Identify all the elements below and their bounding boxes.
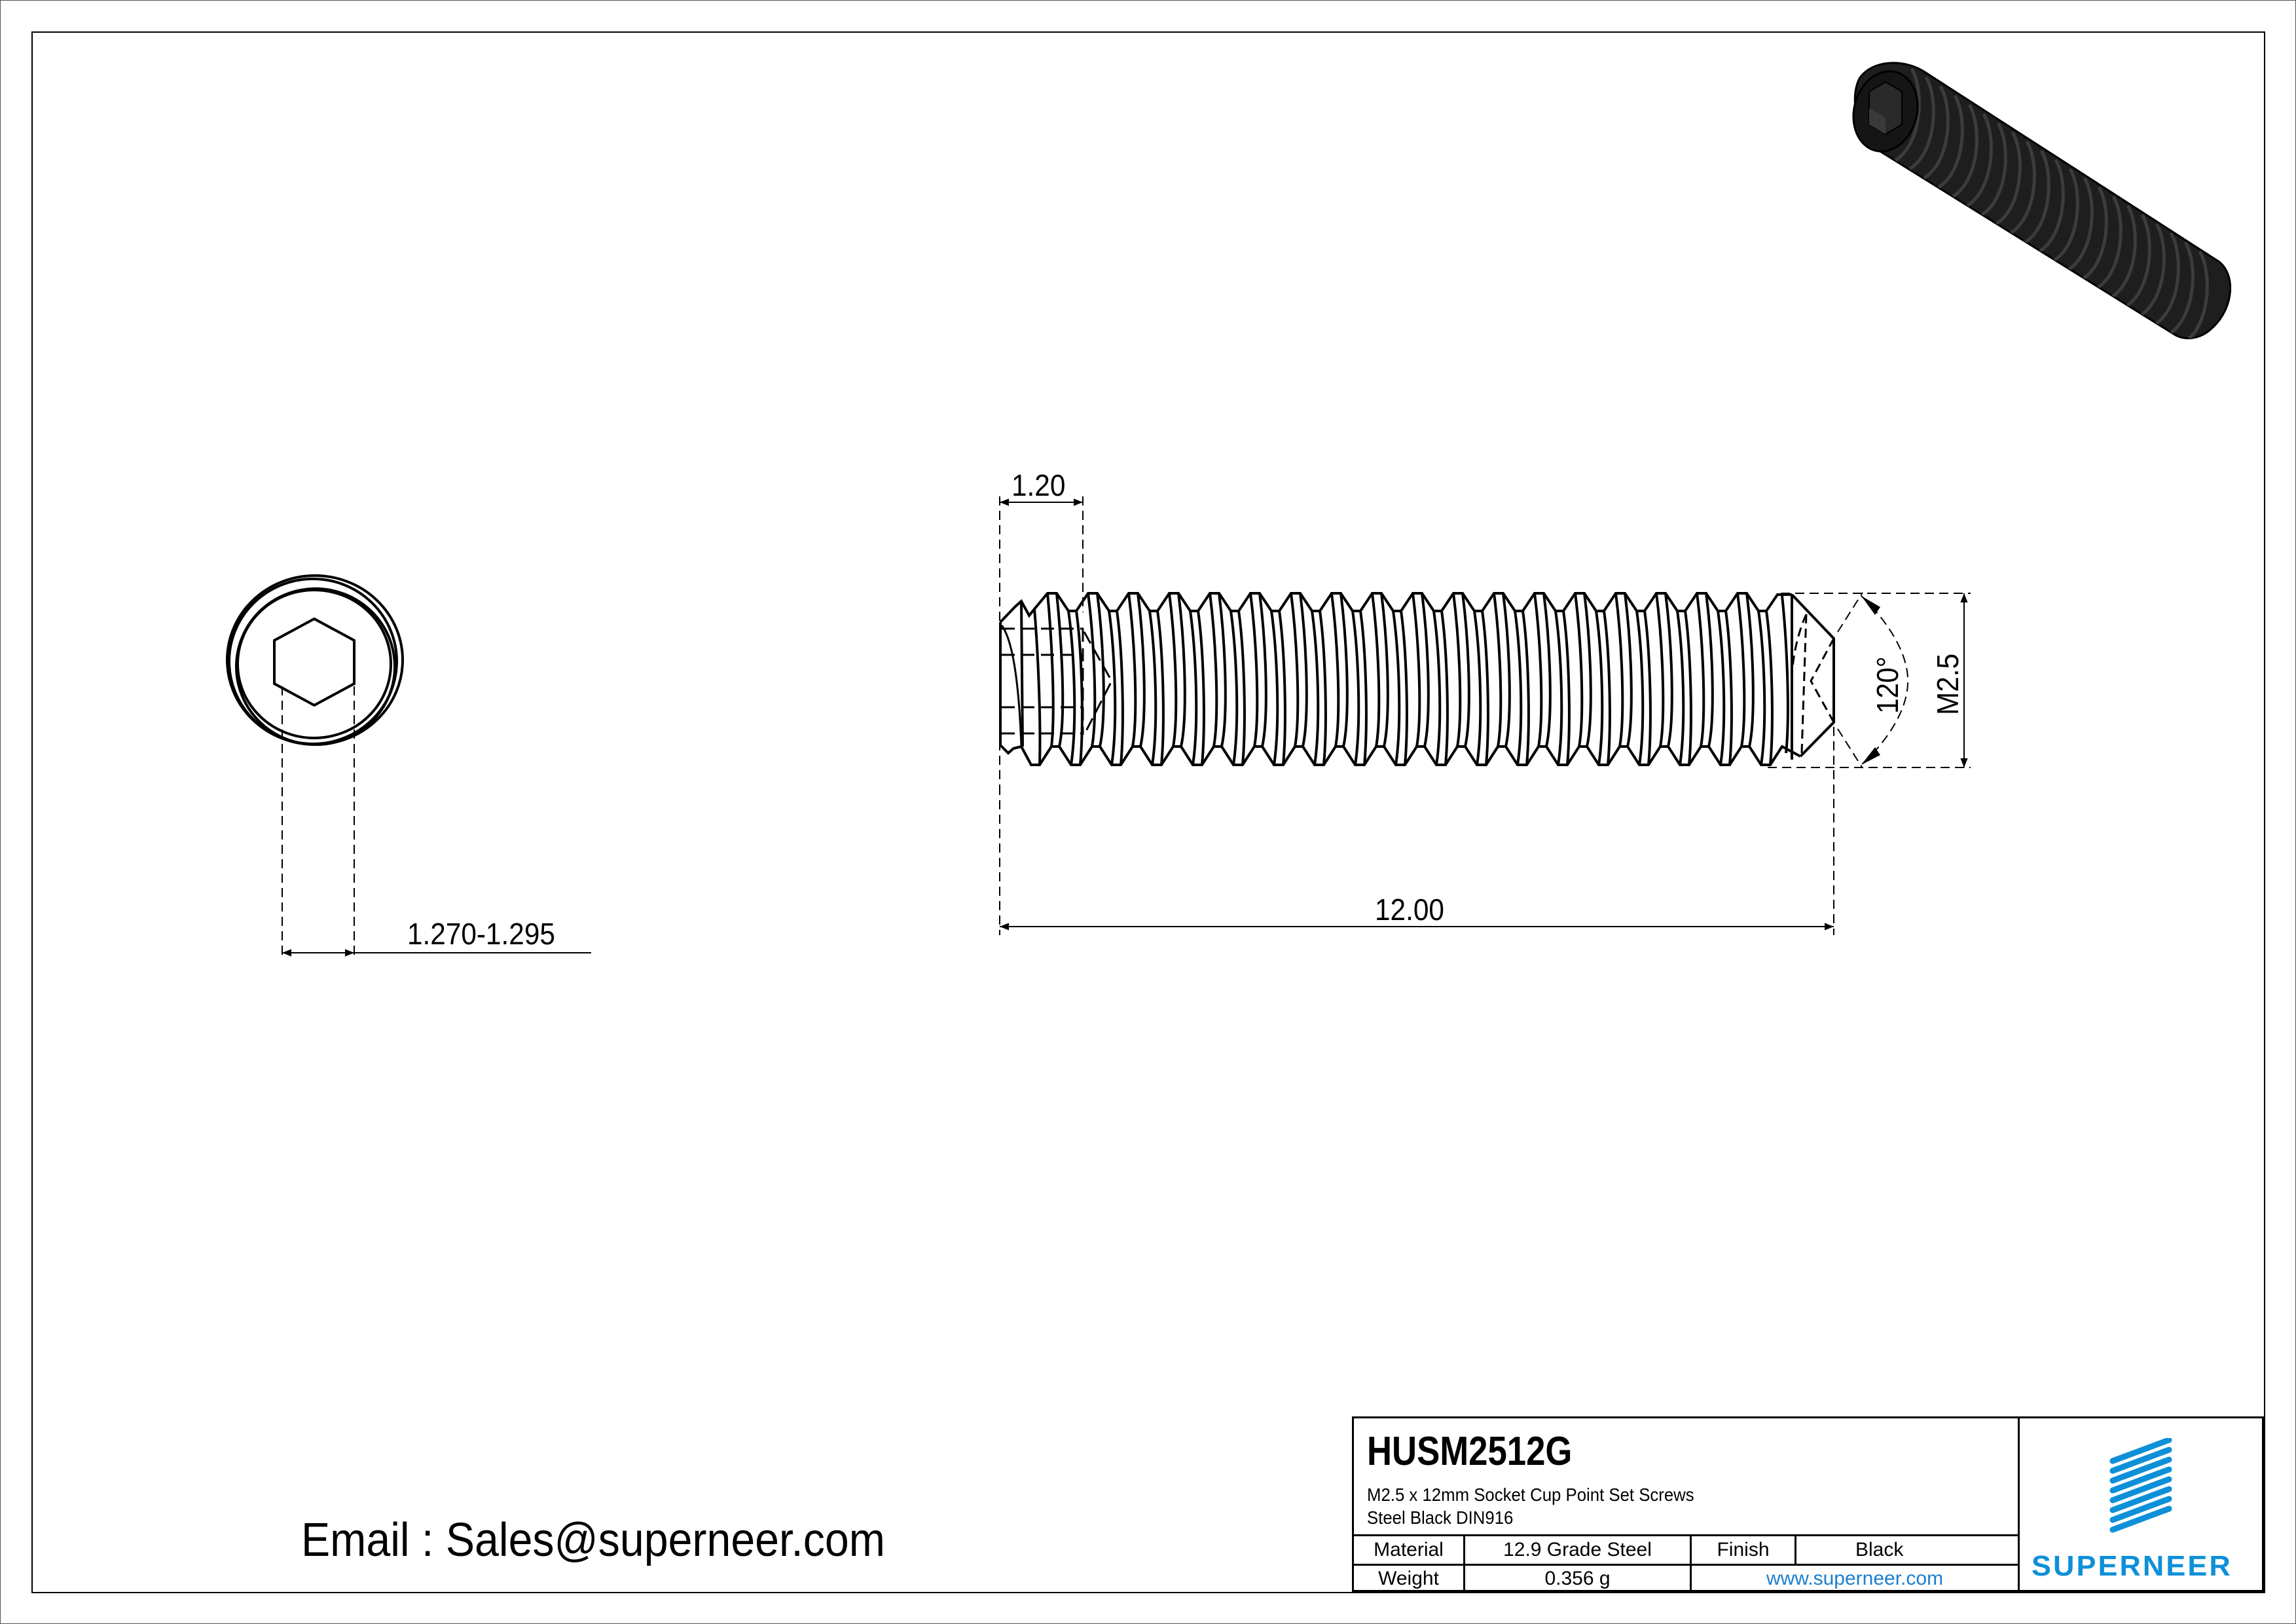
overall-length-dimension: 12.00 — [1375, 893, 1444, 927]
socket-depth-dimension: 1.20 — [1011, 468, 1066, 502]
superneer-wordmark: SUPERNEER — [2032, 1550, 2232, 1582]
thread-size-dimension: M2.5 — [1931, 653, 1965, 715]
side-view — [999, 496, 1971, 935]
weight-row: Weight 0.356 g www.superneer.com — [1354, 1564, 2018, 1592]
end-view — [226, 574, 591, 959]
hex-socket-dimension: 1.270-1.295 — [407, 917, 555, 951]
title-block-info: HUSM2512G M2.5 x 12mm Socket Cup Point S… — [1354, 1418, 2020, 1592]
contact-email: Email : Sales@superneer.com — [301, 1514, 885, 1566]
thread-helix-lines — [1087, 593, 1793, 766]
material-label: Material — [1374, 1539, 1444, 1560]
finish-label: Finish — [1690, 1536, 1795, 1564]
description-line-1: M2.5 x 12mm Socket Cup Point Set Screws — [1367, 1485, 1694, 1505]
finish-value: Black — [1795, 1536, 2018, 1564]
material-value: 12.9 Grade Steel — [1463, 1536, 1690, 1564]
description-line-2: Steel Black DIN916 — [1367, 1507, 1514, 1528]
set-screw-3d-render-icon — [1852, 62, 2232, 340]
title-block: HUSM2512G M2.5 x 12mm Socket Cup Point S… — [1352, 1416, 2264, 1592]
drawing-frame — [31, 31, 2265, 1593]
weight-label: Weight — [1378, 1568, 1439, 1589]
company-logo: SUPERNEER — [2020, 1418, 2262, 1590]
website-link[interactable]: www.superneer.com — [1690, 1566, 2018, 1592]
part-number: HUSM2512G — [1367, 1429, 1573, 1474]
material-finish-row: Material 12.9 Grade Steel Finish Black — [1354, 1534, 2018, 1564]
point-angle-dimension: 120° — [1870, 656, 1904, 714]
weight-value: 0.356 g — [1463, 1566, 1690, 1592]
superneer-stripes-logo-icon — [2109, 1438, 2172, 1533]
